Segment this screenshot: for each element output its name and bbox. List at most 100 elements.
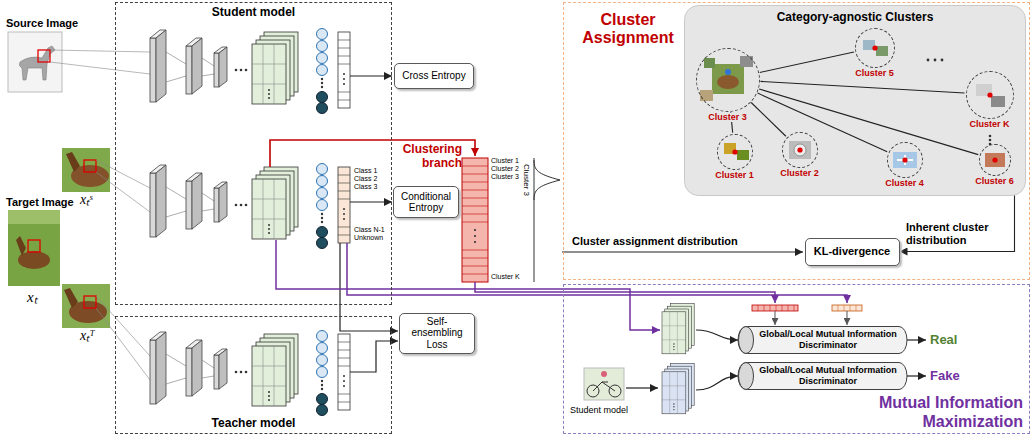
cluster-images xyxy=(717,75,739,89)
mi-bar-arrow xyxy=(847,311,848,325)
mi-bar-arrow xyxy=(775,311,847,325)
class-label: Class 2 xyxy=(354,175,377,183)
student-source-network xyxy=(150,29,350,114)
flow-arrow xyxy=(907,375,926,376)
cluster-name: Cluster K xyxy=(967,120,1011,130)
region-title: Cluster Assignment xyxy=(578,11,678,48)
flow-arrow xyxy=(350,75,392,76)
cluster-images xyxy=(987,92,992,97)
discriminator-cylinder: Global/Local Mutual Information Discrimi… xyxy=(738,326,907,354)
cluster-images xyxy=(989,135,992,138)
class-label: Class 1 xyxy=(354,167,377,175)
region-title: Mutual Information Maximization xyxy=(858,394,1023,431)
connector xyxy=(751,103,786,137)
cluster-images xyxy=(789,141,811,159)
box-label: KL-divergence xyxy=(814,245,890,258)
target-image xyxy=(8,210,60,286)
cluster-vector xyxy=(462,158,488,282)
mi-feed-arrow xyxy=(347,243,847,303)
cluster-name: Cluster 6 xyxy=(973,177,1016,187)
mi-inputs xyxy=(662,303,694,353)
cluster-images xyxy=(872,45,877,50)
flow-label: Inherent cluster distribution xyxy=(906,221,1006,246)
augmented-student-image xyxy=(84,160,96,172)
distribution-curve xyxy=(534,158,535,282)
augmented-student-image xyxy=(62,148,110,192)
cluster-images xyxy=(732,149,737,154)
cluster-vector xyxy=(474,241,476,243)
connector xyxy=(760,81,964,93)
mi-feed-arrow xyxy=(475,282,775,303)
connector xyxy=(900,196,1015,252)
box-label: Cross Entropy xyxy=(402,70,465,82)
mi-inputs xyxy=(838,305,856,311)
cluster-images xyxy=(712,64,744,94)
augmented-teacher-image xyxy=(62,284,110,328)
math-label: xₜ xyxy=(27,289,38,306)
cluster-images xyxy=(876,46,888,56)
mi-inputs xyxy=(662,363,694,413)
cluster-vector xyxy=(462,158,488,282)
math-label: xₜᵀ xyxy=(80,328,95,344)
input-label: Student model xyxy=(570,405,628,415)
mi-inputs xyxy=(662,303,862,413)
cluster-vector xyxy=(474,229,476,231)
cylinder-face xyxy=(738,362,753,389)
output-label: Real xyxy=(930,333,957,348)
cluster-images xyxy=(893,152,917,168)
image-label: Target Image xyxy=(6,196,74,209)
source-image xyxy=(19,46,55,80)
distribution-curve xyxy=(534,158,560,282)
student-target-network xyxy=(338,167,350,243)
target-image xyxy=(8,210,60,224)
branch-label: Clustering branch xyxy=(396,143,462,171)
cluster-name: Cluster 3 xyxy=(706,113,749,123)
student-target-network xyxy=(317,164,328,249)
cluster-images xyxy=(897,155,913,165)
box-label: Global/Local Mutual Information Discrimi… xyxy=(758,329,899,350)
math-label: xₜˢ xyxy=(80,192,92,208)
class-label: Class 3 xyxy=(354,183,377,191)
bike-image xyxy=(601,371,607,377)
flow-arrow xyxy=(340,76,926,390)
panel-ground xyxy=(685,6,1026,196)
student-target-network xyxy=(150,165,247,237)
cluster-name: Cluster 2 xyxy=(778,169,821,179)
flow-arrow xyxy=(562,251,803,252)
cluster-label: Cluster 1 xyxy=(491,157,519,165)
cluster-circle: Cluster 6 xyxy=(979,144,1011,176)
kl-box: KL-divergence xyxy=(805,238,900,266)
cluster-circle: Cluster K xyxy=(966,71,1014,119)
loss-box: Conditional Entropy xyxy=(393,186,459,218)
region-title: Student model xyxy=(116,6,391,20)
receptive-field-lines xyxy=(50,50,150,74)
flow-label: Cluster assignment distribution xyxy=(572,235,738,248)
student-source-network xyxy=(252,32,298,104)
image-label: Source Image xyxy=(6,17,78,30)
flow-arrow xyxy=(696,376,738,390)
loss-box: Self-ensembling Loss xyxy=(399,313,475,354)
cluster-images xyxy=(941,59,944,62)
cluster-images xyxy=(700,40,1005,168)
cluster-images xyxy=(902,157,907,162)
teacher-network xyxy=(252,334,298,406)
source-image xyxy=(38,50,50,62)
flow-arrow xyxy=(350,341,398,372)
cluster-panel: Category-agnostic ClustersCluster 3Clust… xyxy=(685,6,1026,196)
bike-image xyxy=(584,368,624,400)
receptive-field-lines xyxy=(50,50,150,380)
target-image xyxy=(16,236,26,256)
augmented-teacher-image xyxy=(64,288,78,308)
augmented-teacher-image xyxy=(84,296,96,308)
distribution-curve xyxy=(534,160,560,200)
cluster-images xyxy=(725,69,731,75)
bike-image xyxy=(593,382,615,391)
cluster-images xyxy=(740,56,753,67)
class-label: Class N-1 xyxy=(354,226,385,234)
mi-inputs xyxy=(758,305,794,311)
box-label: Global/Local Mutual Information Discrimi… xyxy=(758,365,899,386)
cluster-label: Cluster 2 xyxy=(491,165,519,173)
student-target-network xyxy=(252,167,298,239)
cluster-images xyxy=(794,144,806,156)
